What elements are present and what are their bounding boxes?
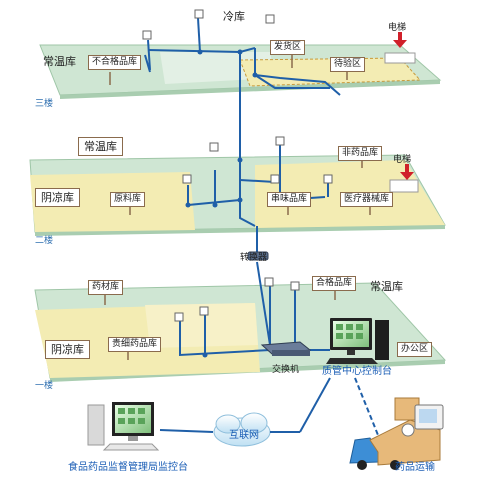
floor-label-1f: 一楼 bbox=[35, 381, 54, 391]
internet-label: 互联网 bbox=[229, 430, 259, 441]
zone-qualified: 合格品库 bbox=[312, 276, 357, 291]
transport-label: 药品运输 bbox=[395, 462, 435, 473]
link-center bbox=[299, 377, 331, 433]
zone-unqualified: 不合格品库 bbox=[88, 55, 142, 70]
zone-shade-storage-2f: 阴凉库 bbox=[35, 188, 80, 208]
control-center-computer-icon bbox=[326, 318, 389, 364]
converter-icon bbox=[247, 251, 269, 261]
zone-normal-storage-3f: 常温库 bbox=[43, 55, 76, 68]
zone-odor-series: 串味品库 bbox=[267, 192, 312, 207]
zone-pending: 待验区 bbox=[330, 57, 366, 72]
zone-normal-storage-2f: 常温库 bbox=[78, 137, 123, 157]
control-center-label: 质管中心控制台 bbox=[322, 366, 392, 377]
switch-label: 交换机 bbox=[272, 365, 300, 375]
internet-cloud-icon bbox=[213, 412, 271, 447]
regulator-label: 食品药品监督管理局监控台 bbox=[68, 462, 188, 473]
zone-normal-storage-1f: 常温库 bbox=[370, 280, 403, 293]
network-lines bbox=[144, 17, 341, 357]
floor-label-3f: 三楼 bbox=[35, 99, 54, 109]
link-regulator bbox=[159, 429, 214, 433]
zone-non-drug: 非药品库 bbox=[338, 146, 383, 161]
elevator-arrow-icon bbox=[400, 164, 414, 180]
sensor-icon bbox=[142, 9, 333, 322]
delivery-truck-icon bbox=[349, 397, 444, 470]
zone-shipping: 发货区 bbox=[270, 40, 306, 55]
link-transport bbox=[354, 377, 381, 441]
switch-icon bbox=[260, 341, 312, 356]
elevator-label-3f: 电梯 bbox=[388, 23, 407, 33]
zone-office: 办公区 bbox=[397, 342, 433, 357]
converter-label: 转换器 bbox=[240, 253, 268, 263]
zone-cold-storage: 冷库 bbox=[223, 10, 245, 23]
elevator-arrow-icon bbox=[393, 32, 407, 48]
zone-raw-material: 原料库 bbox=[110, 192, 146, 207]
zone-precious: 贵细药品库 bbox=[108, 337, 162, 352]
elevator-label-2f: 电梯 bbox=[393, 155, 412, 165]
zone-medical-device: 医疗器械库 bbox=[340, 192, 394, 207]
zone-shade-storage-1f: 阴凉库 bbox=[45, 340, 90, 360]
regulator-computer-icon bbox=[87, 402, 160, 451]
floor-label-2f: 二楼 bbox=[35, 236, 54, 246]
zone-herbal: 药材库 bbox=[88, 280, 124, 295]
